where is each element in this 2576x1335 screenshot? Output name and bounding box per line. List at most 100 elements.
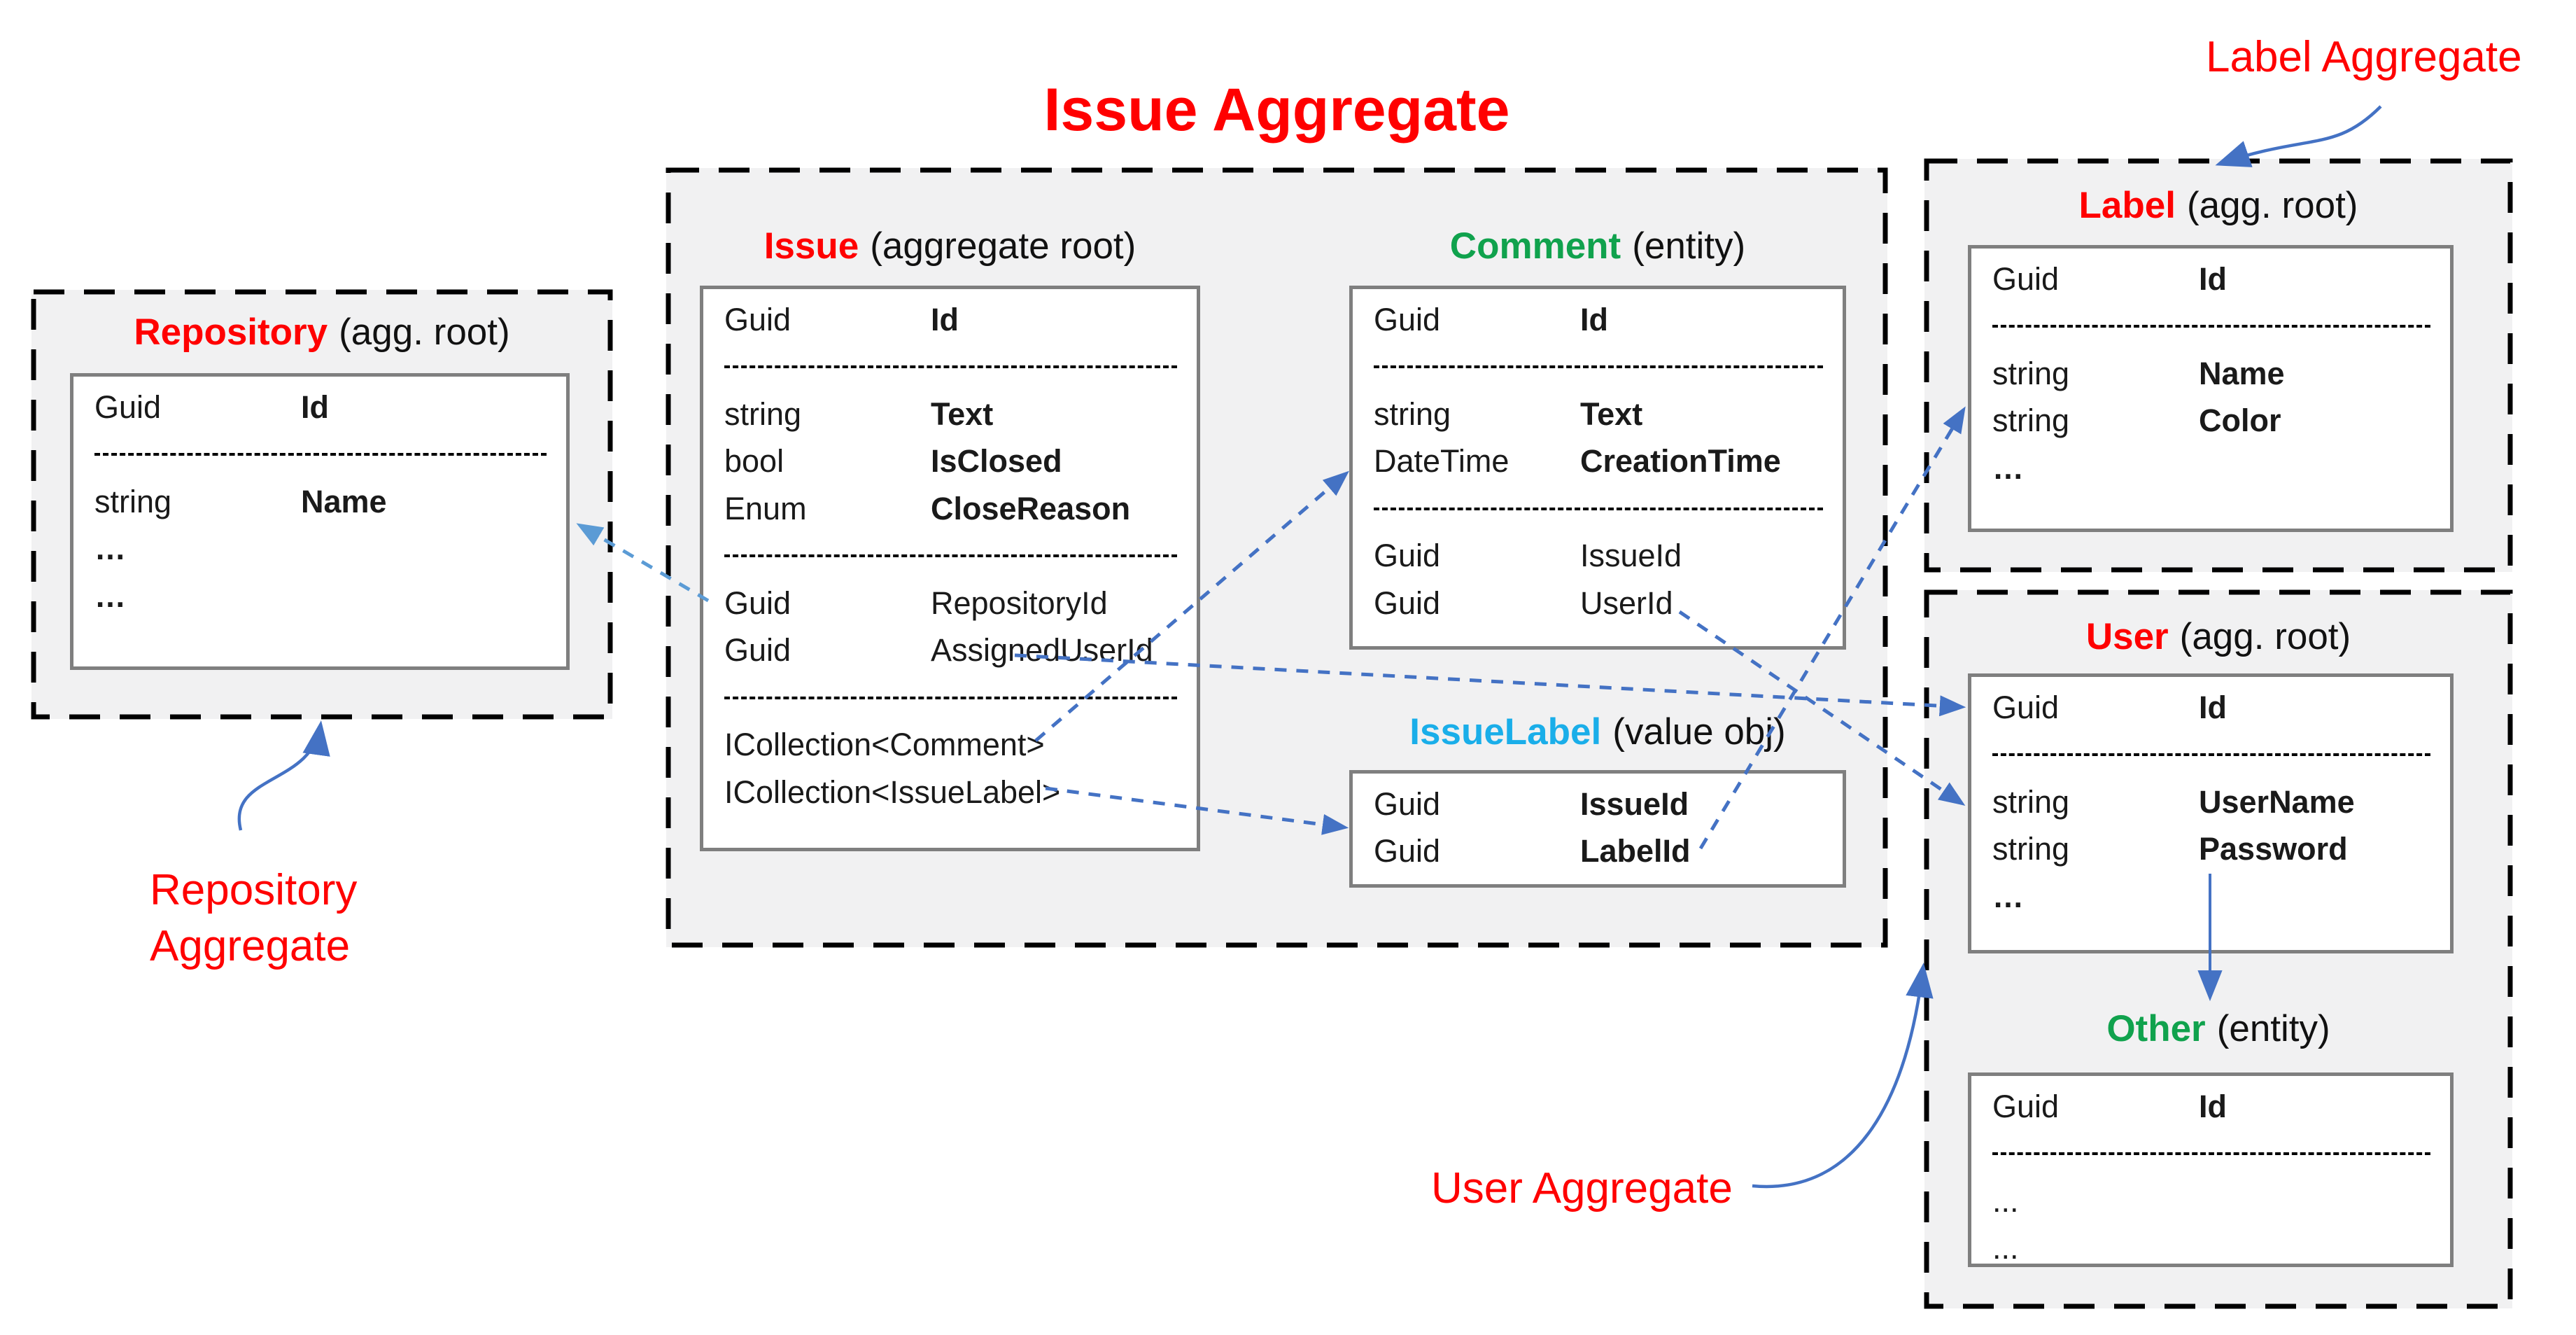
field-name: IsClosed <box>931 443 1062 480</box>
ellipsis-row: … <box>1992 449 2024 486</box>
field-name: IssueId <box>1580 538 1682 574</box>
issue-entity-kind: (aggregate root) <box>870 225 1136 267</box>
field-row: DateTime CreationTime <box>1353 438 1843 486</box>
field-name: RepositoryId <box>931 585 1108 621</box>
field-type: Enum <box>724 490 807 526</box>
label-entity-name: Label <box>2078 185 2176 226</box>
field-row: Guid LabelId <box>1353 828 1843 876</box>
user-entity-header: User(agg. root) <box>1924 615 2512 659</box>
field-name: UserId <box>1580 585 1673 621</box>
field-type: Guid <box>94 389 162 425</box>
field-name: CloseReason <box>931 490 1131 526</box>
field-row: … <box>1971 873 2450 921</box>
issue-entity-name: Issue <box>763 225 859 267</box>
field-row: ... <box>1971 1177 2450 1225</box>
field-type: string <box>1992 831 2070 867</box>
field-type: Guid <box>1374 833 1441 869</box>
field-name: Name <box>2199 355 2285 391</box>
user-entity-kind: (agg. root) <box>2179 616 2351 657</box>
repository-aggregate-annotation: Repository Aggregate <box>150 866 358 970</box>
field-name: Text <box>1580 396 1643 432</box>
comment-entity-kind: (entity) <box>1632 225 1746 267</box>
label-entity-kind: (agg. root) <box>2186 185 2358 226</box>
field-type: Guid <box>1374 785 1441 822</box>
field-row: Guid UserId <box>1353 580 1843 627</box>
field-separator <box>703 533 1197 580</box>
ellipsis-row: ... <box>1992 1230 2019 1266</box>
field-type: Guid <box>724 585 791 621</box>
field-type: Guid <box>1992 1088 2060 1124</box>
field-row: Guid IssueId <box>1353 533 1843 580</box>
label-aggregate-pointer-arrow <box>2215 105 2382 167</box>
label-aggregate-annotation: Label Aggregate <box>2206 33 2522 81</box>
field-separator <box>703 344 1197 391</box>
ellipsis-row: … <box>1992 878 2024 914</box>
field-name: Id <box>2199 1088 2227 1124</box>
field-row: Guid RepositoryId <box>703 580 1197 627</box>
field-type: string <box>94 483 172 519</box>
field-row: Enum CloseReason <box>703 485 1197 533</box>
field-row: Guid Id <box>1971 1083 2450 1131</box>
field-separator <box>73 431 566 479</box>
field-type: string <box>1374 396 1451 432</box>
field-type: Guid <box>1992 260 2060 297</box>
field-row: … <box>73 526 566 573</box>
collection-field: ICollection<IssueLabel> <box>724 774 1061 810</box>
field-separator <box>703 674 1197 722</box>
field-separator <box>1971 303 2450 351</box>
other-entity-kind: (entity) <box>2216 1008 2330 1049</box>
field-row: Guid Id <box>73 384 566 431</box>
user-aggregate-pointer-arrow <box>1752 963 1934 1189</box>
field-row: ICollection<IssueLabel> <box>703 769 1197 816</box>
field-name: Name <box>301 483 387 519</box>
collection-field: ICollection<Comment> <box>724 727 1045 763</box>
field-row: string Name <box>73 478 566 526</box>
field-row: ICollection<Comment> <box>703 722 1197 769</box>
field-row: … <box>1971 445 2450 492</box>
field-name: Id <box>1580 301 1608 337</box>
field-name: UserName <box>2199 783 2355 820</box>
field-type: DateTime <box>1374 443 1509 480</box>
field-name: Id <box>301 389 329 425</box>
repository-entity-box: Guid Id string Name … … <box>70 373 570 670</box>
field-name: LabelId <box>1580 833 1691 869</box>
field-row: … <box>73 573 566 620</box>
field-separator <box>1353 485 1843 533</box>
other-entity-header: Other(entity) <box>1924 1007 2512 1051</box>
issuelabel-entity-name: IssueLabel <box>1409 711 1602 753</box>
field-row: ... <box>1971 1225 2450 1273</box>
field-type: Guid <box>1374 538 1441 574</box>
field-separator <box>1353 344 1843 391</box>
field-name: AssignedUserId <box>931 632 1153 669</box>
field-type: Guid <box>1374 585 1441 621</box>
field-name: Id <box>2199 260 2227 297</box>
comment-entity-header: Comment(entity) <box>1349 224 1846 269</box>
ellipsis-row: … <box>94 531 126 567</box>
field-name: Password <box>2199 831 2348 867</box>
field-name: CreationTime <box>1580 443 1781 480</box>
user-entity-name: User <box>2085 616 2169 657</box>
field-row: string Text <box>1353 391 1843 438</box>
field-name: Id <box>2199 689 2227 725</box>
label-entity-header: Label(agg. root) <box>1924 183 2512 228</box>
field-row: Guid IssueId <box>1353 781 1843 828</box>
field-separator <box>1971 1131 2450 1178</box>
user-aggregate-annotation: User Aggregate <box>1431 1164 1733 1212</box>
field-name: IssueId <box>1580 785 1689 822</box>
other-entity-box: Guid Id ... ... <box>1968 1072 2454 1267</box>
field-type: string <box>1992 355 2070 391</box>
repository-entity-name: Repository <box>134 312 328 353</box>
field-type: bool <box>724 443 784 480</box>
repository-aggregate-pointer-arrow <box>237 720 330 831</box>
